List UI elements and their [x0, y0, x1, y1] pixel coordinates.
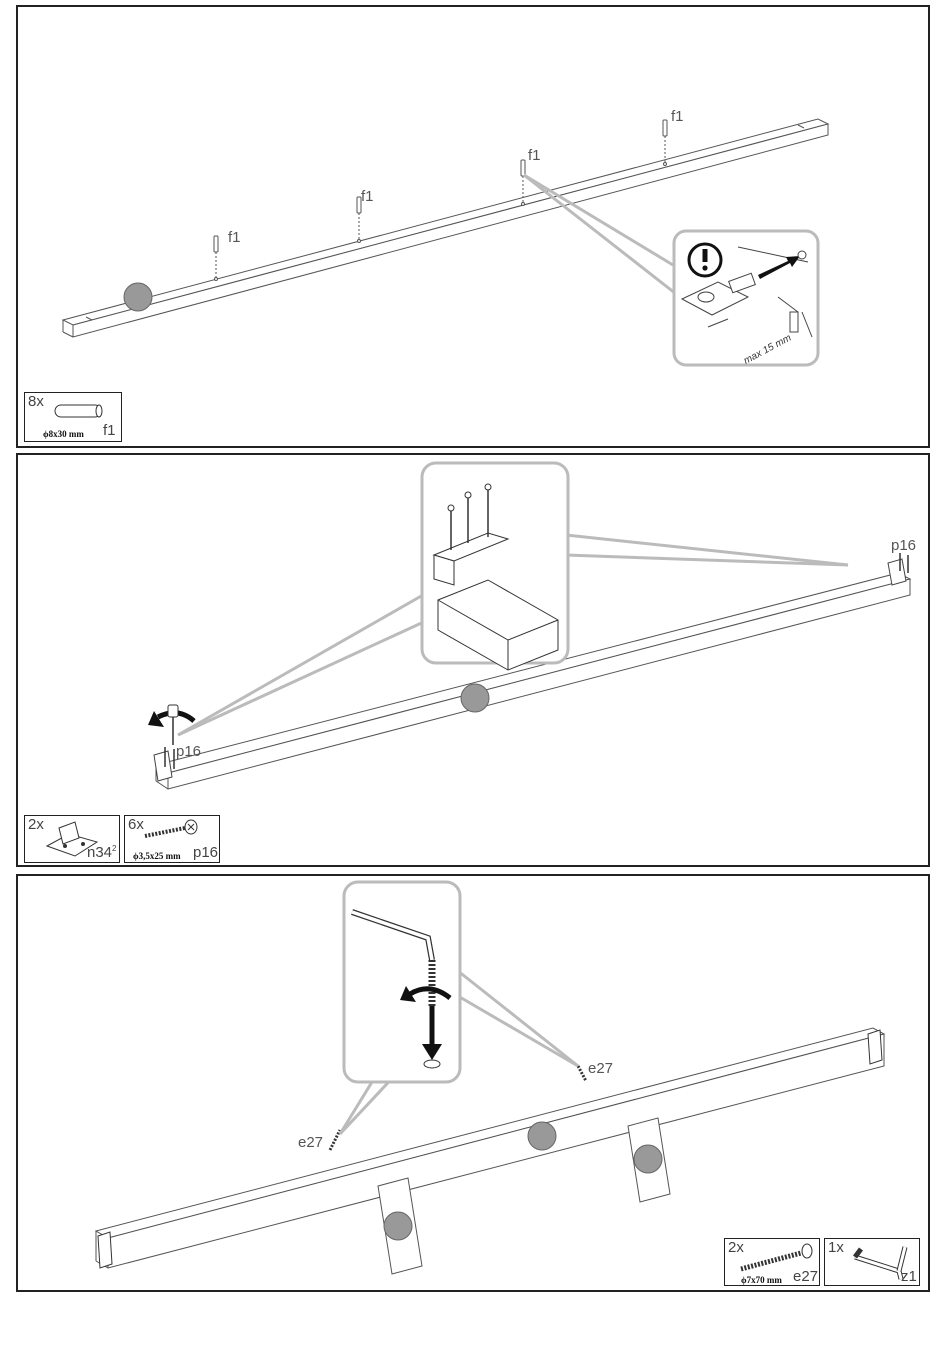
step-panel-3: e27 e27 2x ϕ7x70 mm e27 1x z1	[16, 874, 930, 1292]
part-marker	[384, 1212, 412, 1240]
panel3-drawing	[18, 876, 932, 1294]
part-marker	[528, 1122, 556, 1150]
step-panel-1: f1 f1 f1 f1 max 15 mm 8x ϕ8x30 mm f1	[16, 5, 930, 448]
bolt-label: e27	[298, 1134, 323, 1151]
dowel-label: f1	[361, 188, 374, 205]
rail-3	[96, 1028, 884, 1268]
parts-box-p16: 6x ϕ3,5x25 mm p16	[124, 815, 220, 863]
parts-dimension: ϕ7x70 mm	[741, 1275, 782, 1285]
bolt-label: e27	[588, 1060, 613, 1077]
dowel-label: f1	[671, 108, 684, 125]
dowel-label: f1	[528, 147, 541, 164]
exclamation-circle-icon	[689, 244, 721, 276]
parts-code: e27	[793, 1268, 818, 1285]
screw-label: p16	[176, 743, 201, 760]
parts-code: f1	[103, 422, 116, 439]
parts-code-superscript: 2	[112, 844, 116, 853]
parts-box-f1: 8x ϕ8x30 mm f1	[24, 392, 122, 442]
screw-label: p16	[891, 537, 916, 554]
panel2-drawing	[18, 455, 932, 869]
part-marker	[461, 684, 489, 712]
detail-callout	[344, 882, 460, 1082]
part-marker	[634, 1145, 662, 1173]
part-marker	[124, 283, 152, 311]
parts-code: n342	[87, 844, 116, 861]
parts-code: z1	[901, 1268, 917, 1285]
parts-dimension: ϕ8x30 mm	[43, 429, 84, 439]
dowel-label: f1	[228, 229, 241, 246]
step-panel-2: p16 p16 2x n342 6x ϕ3,5x25 mm p16	[16, 453, 930, 867]
parts-code-text: n34	[87, 844, 112, 861]
parts-box-z1: 1x z1	[824, 1238, 920, 1286]
parts-box-n34: 2x n342	[24, 815, 120, 863]
parts-code: p16	[193, 844, 218, 861]
parts-box-e27: 2x ϕ7x70 mm e27	[724, 1238, 820, 1286]
parts-dimension: ϕ3,5x25 mm	[133, 851, 181, 861]
panel1-drawing	[18, 7, 932, 450]
